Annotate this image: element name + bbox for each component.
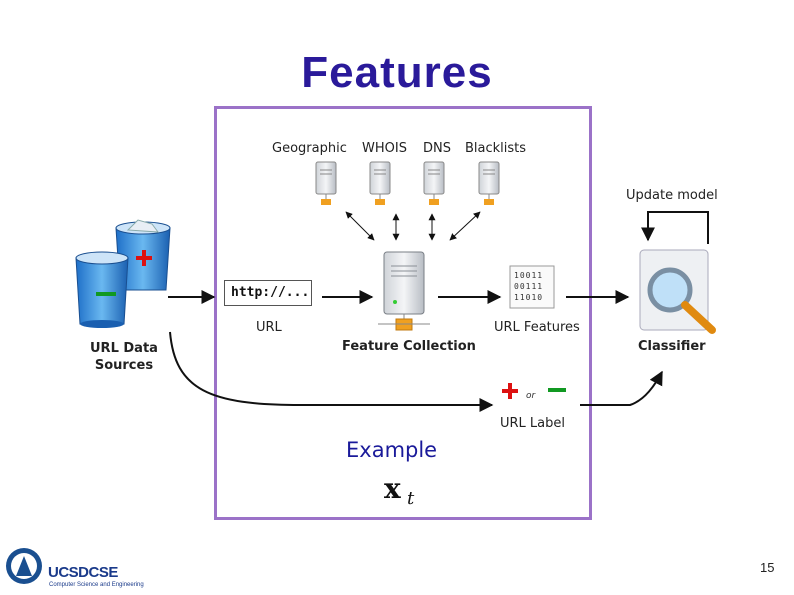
feature-vector-bits: 10011 00111 11010 — [514, 271, 544, 302]
url-data-source-bin-icon — [75, 219, 171, 328]
url-features-label: URL Features — [494, 320, 580, 335]
math-x-vector: x — [384, 472, 401, 505]
update-model-arrow — [641, 211, 709, 244]
source-label-dns: DNS — [423, 141, 451, 156]
example-boundary-box — [214, 106, 592, 520]
url-data-sources-label: URL Data Sources — [90, 341, 158, 373]
feature-collection-server-icon — [378, 251, 430, 331]
server-icon-blacklists — [478, 161, 500, 205]
server-icon-whois — [369, 161, 391, 205]
feature-vector-icon — [509, 265, 555, 309]
feature-collection-label: Feature Collection — [342, 339, 476, 354]
math-t-subscript: t — [407, 488, 415, 509]
page-number: 15 — [760, 560, 775, 575]
logo-subtitle: Computer Science and Engineering — [49, 582, 144, 588]
server-icon-geographic — [315, 161, 337, 205]
source-label-whois: WHOIS — [362, 141, 407, 156]
url-input-sample: http://... — [224, 280, 312, 306]
slide-title: Features — [301, 48, 493, 97]
logo-name: UCSDCSE — [48, 564, 118, 581]
minus-icon — [96, 292, 116, 296]
classifier-magnifier-icon — [639, 249, 716, 334]
label-flow-arrows — [169, 331, 663, 412]
update-model-label: Update model — [626, 188, 718, 203]
or-label: or — [526, 391, 536, 401]
url-label: URL — [256, 320, 282, 335]
source-label-geographic: Geographic — [272, 141, 347, 156]
server-icon-dns — [423, 161, 445, 205]
url-label-caption: URL Label — [500, 416, 565, 431]
classifier-label: Classifier — [638, 339, 706, 354]
plus-icon — [136, 250, 152, 266]
example-label: Example — [346, 438, 438, 462]
source-arrows — [345, 211, 481, 241]
plus-label-icon — [502, 383, 518, 399]
source-label-blacklists: Blacklists — [465, 141, 527, 156]
minus-label-icon — [548, 388, 566, 392]
ucsd-logo-icon — [6, 548, 42, 584]
